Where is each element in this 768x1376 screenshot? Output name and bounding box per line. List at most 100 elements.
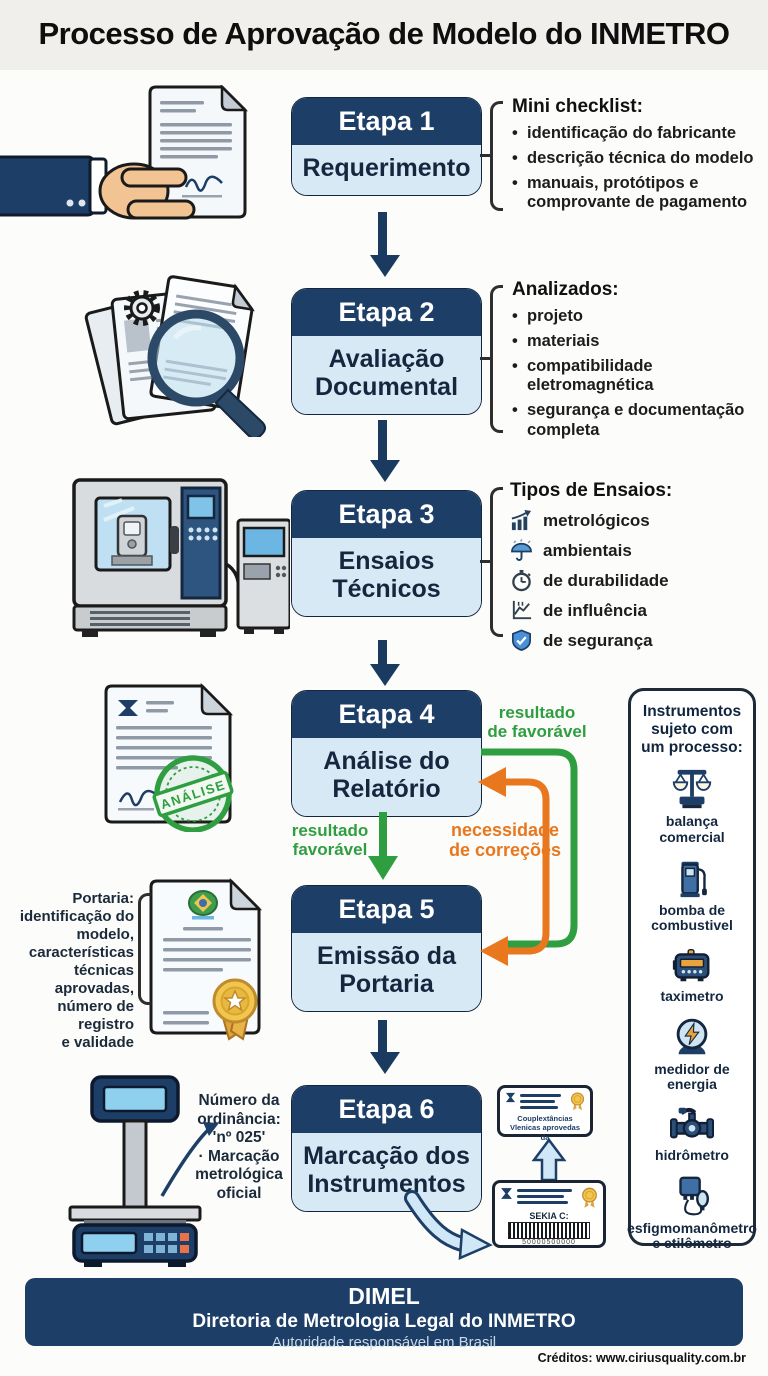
arrow-etapa2-etapa3 bbox=[378, 420, 387, 460]
ensaio-label: ambientais bbox=[543, 540, 632, 560]
instrument-label: hidrômetro bbox=[655, 1147, 729, 1164]
checklist-item: segurança e documentação completa bbox=[512, 401, 764, 441]
arrowhead-etapa4-etapa5-green bbox=[368, 856, 398, 880]
up-arrow-cards bbox=[531, 1137, 567, 1182]
etapa-4-header: Etapa 4 bbox=[292, 691, 481, 738]
instrument-item: esfigmomanômetro e etilômetro bbox=[627, 1173, 757, 1252]
ensaios-heading: Tipos de Ensaios: bbox=[510, 480, 673, 501]
report-document-illustration: ANÁLISE bbox=[104, 682, 234, 832]
inmetro-logo-glyph bbox=[501, 1188, 512, 1199]
scale-illustration bbox=[68, 1075, 202, 1267]
card-text-lines bbox=[520, 1094, 566, 1109]
ensaio-item: de influência bbox=[510, 599, 766, 622]
etapa-2-box: Etapa 2 Avaliação Documental bbox=[291, 288, 482, 415]
etapa-6-box: Etapa 6 Marcação dos Instrumentos bbox=[291, 1085, 482, 1212]
etapa-2-name: Avaliação Documental bbox=[292, 336, 481, 414]
arrowhead-etapa1-etapa2 bbox=[370, 255, 400, 277]
arrow-etapa1-etapa2 bbox=[378, 212, 387, 255]
hand-icon bbox=[0, 155, 196, 220]
serial-label: SEKIA C: bbox=[529, 1211, 569, 1221]
fuel-pump-icon bbox=[680, 861, 707, 897]
instrument-item: medidor de energia bbox=[634, 1014, 750, 1093]
documents-magnifier-illustration bbox=[84, 275, 266, 437]
checklist-2-items: projeto materiais compatibilidade eletro… bbox=[512, 307, 764, 441]
ensaio-label: de durabilidade bbox=[543, 570, 669, 590]
connector-ensaios bbox=[480, 560, 491, 563]
certificate-caption: Couplextâncias Vlenicas aprovedas da bbox=[509, 1114, 581, 1142]
taximeter-icon bbox=[672, 949, 710, 982]
checklist-1-heading: Mini checklist: bbox=[512, 96, 643, 117]
ensaio-label: metrológicos bbox=[543, 510, 650, 530]
checklist-2-heading: Analizados: bbox=[512, 279, 619, 300]
arrowhead-etapa2-etapa3 bbox=[370, 460, 400, 482]
coat-of-arms-icon bbox=[188, 890, 218, 920]
connector-checklist-1 bbox=[480, 154, 491, 157]
card-text-lines bbox=[517, 1189, 577, 1204]
serial-label-card: SEKIA C: 50000500000 bbox=[492, 1180, 606, 1248]
etapa-3-header: Etapa 3 bbox=[292, 491, 481, 538]
etapa-6-name: Marcação dos Instrumentos bbox=[292, 1133, 481, 1211]
instrument-label: esfigmomanômetro e etilômetro bbox=[627, 1219, 757, 1252]
sphygmomanometer-icon bbox=[679, 1176, 710, 1216]
checklist-item: manuais, protótipos e comprovante de pag… bbox=[512, 174, 764, 214]
ensaio-label: de influência bbox=[543, 600, 647, 620]
gear-icon bbox=[124, 290, 160, 326]
etapa-6-header: Etapa 6 bbox=[292, 1086, 481, 1133]
etapa6-note: Número da ordinância: 'nº 025' · Marcaçã… bbox=[195, 1092, 283, 1202]
approved-certificate-card: Couplextâncias Vlenicas aprovedas da bbox=[497, 1085, 593, 1142]
water-meter-icon bbox=[670, 1107, 715, 1139]
footer-line2: Autoridade responsável em Brasil bbox=[271, 1334, 497, 1351]
inmetro-logo-glyph bbox=[118, 700, 138, 716]
barcode bbox=[508, 1222, 590, 1239]
energy-meter-icon bbox=[676, 1018, 708, 1054]
footer-banner: DIMEL Diretoria de Metrologia Legal do I… bbox=[25, 1278, 743, 1351]
shield-check-icon bbox=[512, 629, 531, 651]
orange-loop-connector bbox=[503, 778, 550, 955]
page-title: Processo de Aprovação de Modelo do INMET… bbox=[38, 16, 730, 51]
bracket-ensaios bbox=[490, 487, 503, 637]
etapa-1-box: Etapa 1 Requerimento bbox=[291, 97, 482, 196]
etapa-1-name: Requerimento bbox=[292, 145, 481, 195]
footer-line1: Diretoria de Metrologia Legal do INMETRO bbox=[192, 1311, 576, 1332]
bracket-portaria bbox=[138, 893, 151, 1005]
etapa-1-header: Etapa 1 bbox=[292, 98, 481, 145]
instrument-item: taximetro bbox=[634, 943, 750, 1005]
instrument-item: balança comercial bbox=[634, 766, 750, 845]
arrow-etapa4-etapa5-green bbox=[379, 812, 387, 856]
etapa-4-name: Análise do Relatório bbox=[292, 738, 481, 816]
checklist-item: descrição técnica do modelo bbox=[512, 149, 764, 169]
label-resultado-favoravel: resultado favorável bbox=[291, 821, 369, 860]
label-resultado-de-favoravel: resultado de favorável bbox=[487, 703, 587, 742]
instrument-label: medidor de energia bbox=[654, 1060, 730, 1093]
etapa-5-box: Etapa 5 Emissão da Portaria bbox=[291, 885, 482, 1012]
commercial-scale-icon bbox=[672, 770, 712, 809]
footer-title: DIMEL bbox=[348, 1283, 420, 1309]
gold-seal-icon bbox=[212, 978, 258, 1041]
hand-document-illustration bbox=[0, 85, 249, 220]
portaria-note: Portaria: identificação do modelo, carac… bbox=[19, 890, 134, 1051]
gold-seal-icon bbox=[582, 1187, 597, 1208]
bracket-checklist-1 bbox=[490, 101, 503, 211]
portaria-document-illustration bbox=[149, 877, 263, 1041]
instrument-item: bomba de combustivel bbox=[634, 855, 750, 934]
ensaio-item: ambientais bbox=[510, 539, 766, 562]
barcode-number: 50000500000 bbox=[522, 1239, 576, 1246]
instrument-item: hidrômetro bbox=[634, 1102, 750, 1164]
arrowhead-etapa3-etapa4 bbox=[370, 664, 400, 686]
checklist-2: Analizados: projeto materiais compatibil… bbox=[512, 279, 764, 446]
etapa-4-box: Etapa 4 Análise do Relatório bbox=[291, 690, 482, 817]
checklist-item: materiais bbox=[512, 332, 764, 352]
checklist-item: projeto bbox=[512, 307, 764, 327]
etapa-3-name: Ensaios Técnicos bbox=[292, 538, 481, 616]
bracket-checklist-2 bbox=[490, 285, 503, 433]
gold-seal-icon bbox=[570, 1092, 585, 1111]
checklist-1-items: identificação do fabricante descrição té… bbox=[512, 124, 764, 213]
orange-arrowhead-etapa5 bbox=[480, 936, 508, 966]
label-necessidade-correcoes: necessidade de correções bbox=[448, 820, 562, 861]
sidebar-heading: Instrumentos sujeto com um processo: bbox=[641, 703, 743, 757]
bar-chart-icon bbox=[511, 509, 532, 531]
magnifier-icon bbox=[147, 309, 266, 437]
analise-stamp: ANÁLISE bbox=[152, 755, 234, 832]
umbrella-icon bbox=[511, 539, 532, 561]
